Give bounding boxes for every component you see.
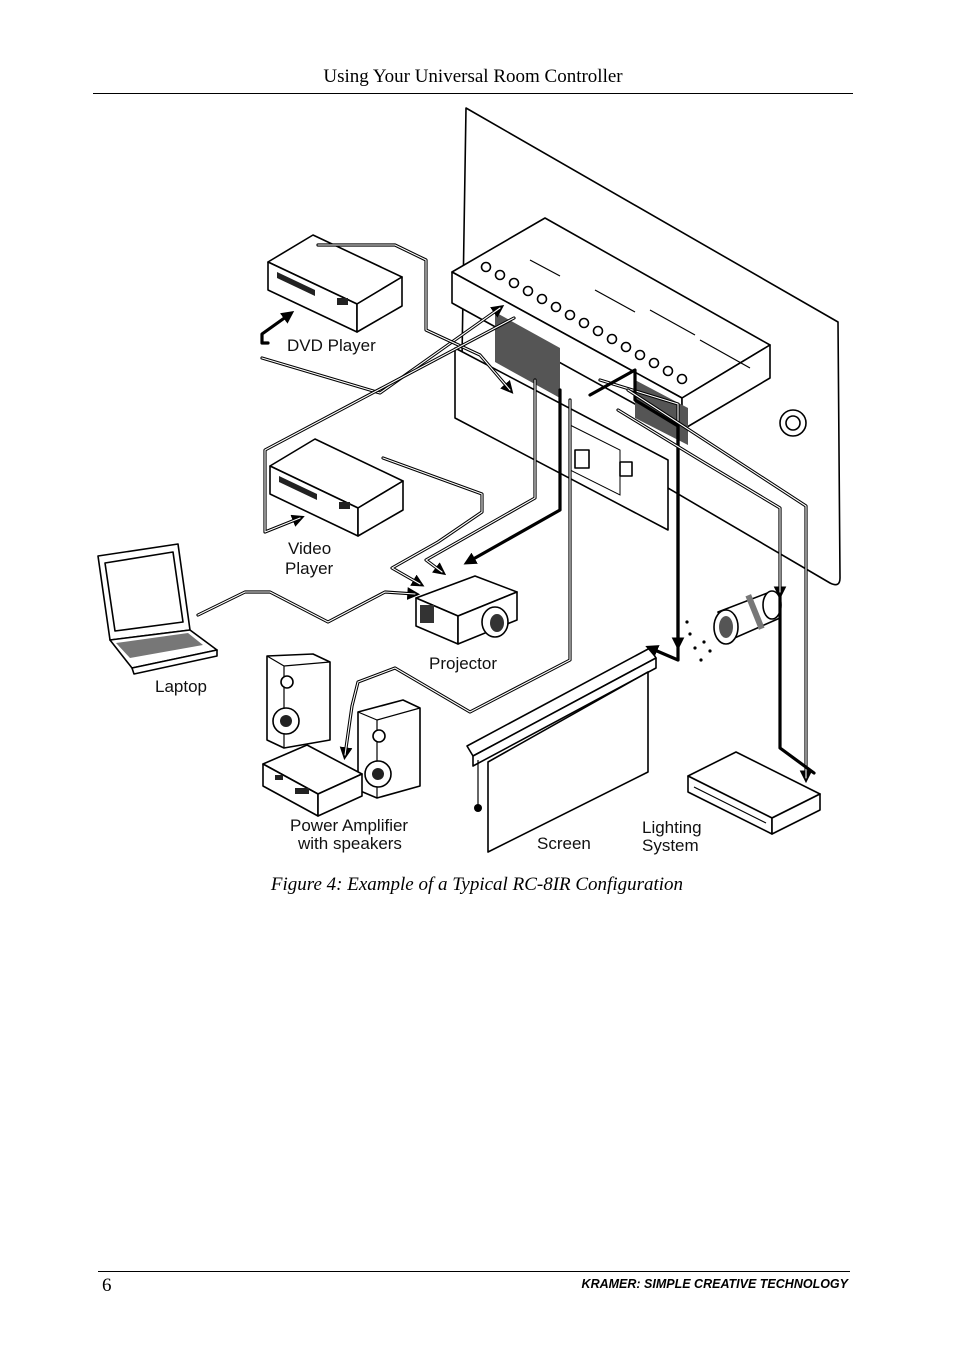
label-lighting-line2: System: [642, 836, 699, 855]
label-dvd-player: DVD Player: [287, 336, 376, 355]
dvd-player-device: [267, 234, 403, 333]
label-video-player-line1: Video: [288, 539, 331, 558]
footer-rule: [98, 1271, 850, 1272]
laptop-device: [97, 543, 218, 675]
label-lighting-line1: Lighting: [642, 818, 702, 837]
light-rays: [685, 620, 712, 662]
terminal-markings: [529, 259, 751, 369]
speaker-right: [357, 699, 421, 799]
label-power-amplifier-line2: with speakers: [297, 834, 402, 853]
power-amplifier-device: [262, 744, 363, 817]
configuration-diagram: DVD Player Video Player Laptop Projector…: [97, 107, 841, 855]
lamp-device: [685, 590, 782, 662]
page-header: Using Your Universal Room Controller: [93, 64, 853, 94]
figure-caption: Figure 4: Example of a Typical RC-8IR Co…: [270, 874, 684, 895]
projector-device: [415, 575, 518, 645]
video-player-device: [269, 438, 404, 537]
connection-wires: [196, 243, 816, 784]
page-number: 6: [102, 1275, 112, 1296]
label-laptop: Laptop: [155, 677, 207, 696]
lighting-system-device: [687, 751, 821, 835]
label-power-amplifier-line1: Power Amplifier: [290, 816, 408, 835]
projection-screen: [466, 647, 657, 853]
label-projector: Projector: [429, 654, 497, 673]
terminal-screws: [480, 261, 688, 385]
connector-block-left: [495, 312, 560, 398]
label-screen: Screen: [537, 834, 591, 853]
speaker-left: [266, 653, 331, 749]
footer-brand: KRAMER: SIMPLE CREATIVE TECHNOLOGY: [581, 1277, 848, 1291]
label-video-player-line2: Player: [285, 559, 334, 578]
